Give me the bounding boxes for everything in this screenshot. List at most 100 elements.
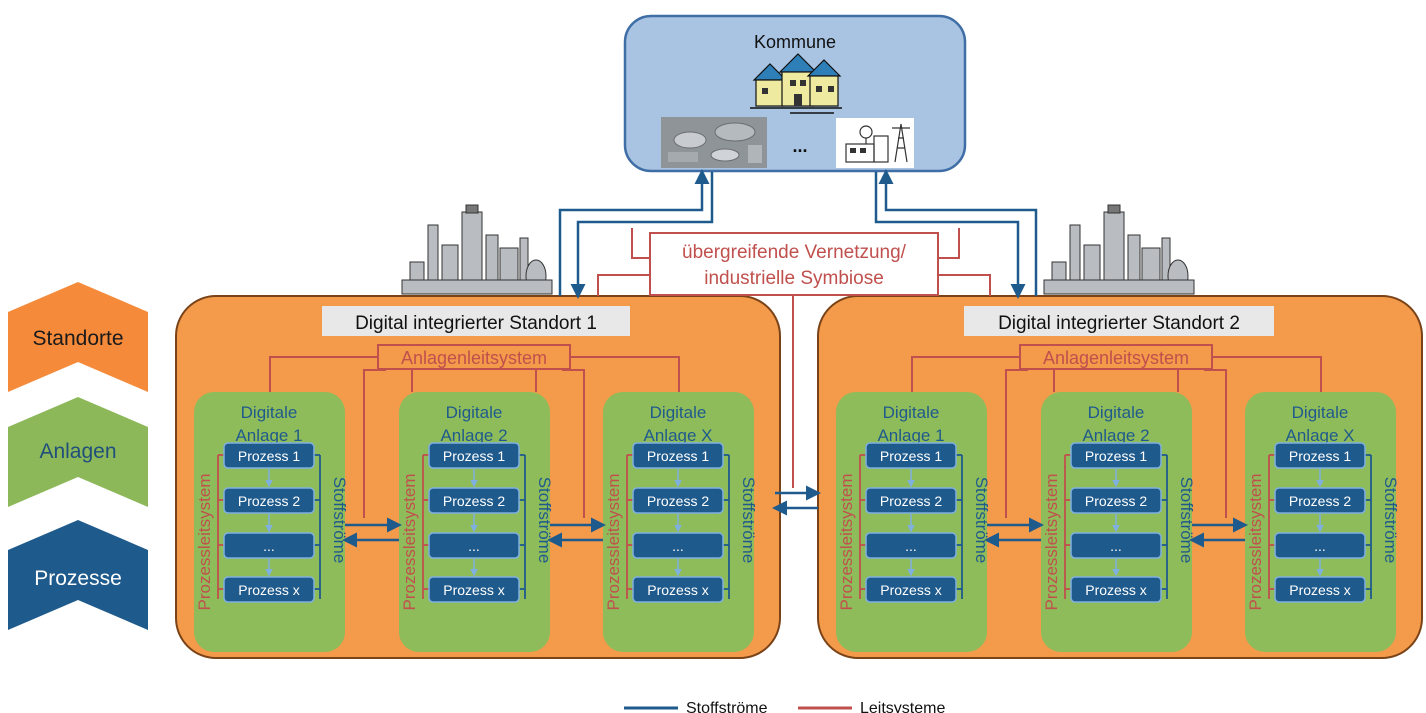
site-title-2: Digital integrierter Standort 2 (998, 313, 1240, 334)
process-label: Prozess x (443, 582, 504, 598)
kommune-box: Kommune (623, 14, 967, 173)
network-control-lines (597, 228, 991, 488)
process-box (865, 532, 957, 559)
plant-title-line2: Anlage 2 (1082, 426, 1149, 445)
site-title-box-2 (964, 306, 1274, 336)
process-box (1070, 532, 1162, 559)
process-control-lines (1064, 454, 1071, 599)
process-box (223, 532, 315, 559)
process-control-label: Prozessleitsystem (400, 474, 419, 611)
process-control-lines (422, 454, 429, 599)
plant-title-line1: Digitale (446, 403, 503, 422)
process-box (1070, 576, 1162, 603)
process-box (632, 487, 724, 514)
process-label: Prozess 2 (238, 493, 300, 509)
plant-title-line2: Anlage 2 (440, 426, 507, 445)
process-flow-lines (723, 454, 730, 599)
plant-title-line2: Anlage 1 (235, 426, 302, 445)
control-system-label-box (1019, 344, 1213, 370)
process-label: ... (468, 538, 480, 554)
legend-control-label: Leitsysteme (860, 700, 945, 713)
network-label-line2: industrielle Symbiose (704, 268, 884, 289)
process-flow-lines (314, 454, 321, 599)
material-flows-label: Stoffströme (330, 477, 349, 564)
material-flows-label: Stoffströme (972, 477, 991, 564)
process-box (632, 576, 724, 603)
process-box (865, 442, 957, 469)
process-box (428, 487, 520, 514)
process-box (1070, 442, 1162, 469)
material-flows-label: Stoffströme (1381, 477, 1400, 564)
plant-control-lines (911, 356, 1322, 518)
chevron-anlagen (8, 397, 148, 507)
process-label: Prozess 2 (1289, 493, 1351, 509)
process-flow-lines (1161, 454, 1168, 599)
process-box (223, 487, 315, 514)
process-box (428, 576, 520, 603)
process-control-lines (626, 454, 633, 599)
process-box (632, 532, 724, 559)
factory-icon-left (401, 204, 553, 295)
kommune-ellipsis: ... (792, 136, 807, 156)
plant-title-line1: Digitale (1292, 403, 1349, 422)
process-box (428, 532, 520, 559)
level-chevrons: Standorte Anlagen Prozesse (8, 282, 148, 630)
plant-title-line2: Anlage X (1286, 426, 1355, 445)
process-flow-lines (956, 454, 963, 599)
process-label: ... (672, 538, 684, 554)
process-label: ... (263, 538, 275, 554)
process-box (1274, 487, 1366, 514)
chevron-label-anlagen: Anlagen (39, 440, 116, 463)
plant-title-line1: Digitale (650, 403, 707, 422)
plant-title-line1: Digitale (1088, 403, 1145, 422)
process-label: Prozess 1 (1085, 448, 1147, 464)
process-control-label: Prozessleitsystem (1246, 474, 1265, 611)
factory-icon-right (1043, 204, 1195, 295)
chevron-standorte (8, 282, 148, 392)
process-control-label: Prozessleitsystem (604, 474, 623, 611)
houses-icon (750, 53, 842, 114)
process-box (865, 487, 957, 514)
process-label: Prozess x (647, 582, 708, 598)
treatment-plant-photo (661, 117, 767, 168)
plant-title-line2: Anlage 1 (877, 426, 944, 445)
process-label: ... (905, 538, 917, 554)
process-box (428, 442, 520, 469)
process-label: Prozess x (880, 582, 941, 598)
control-system-label-box (377, 344, 571, 370)
process-box (1274, 532, 1366, 559)
legend: Stoffströme Leitsysteme (624, 700, 945, 713)
process-box (223, 576, 315, 603)
process-control-label: Prozessleitsystem (1042, 474, 1061, 611)
process-box (865, 576, 957, 603)
site-title-1: Digital integrierter Standort 1 (355, 313, 597, 334)
site-title-box-1 (322, 306, 630, 336)
process-label: Prozess 1 (443, 448, 505, 464)
process-label: Prozess 2 (443, 493, 505, 509)
process-label: Prozess x (1289, 582, 1350, 598)
process-label: Prozess 2 (647, 493, 709, 509)
plant-title-line1: Digitale (883, 403, 940, 422)
process-box (1274, 442, 1366, 469)
process-label: Prozess 1 (1289, 448, 1351, 464)
process-flow-lines (1365, 454, 1372, 599)
material-flows-label: Stoffströme (1177, 477, 1196, 564)
network-flow-lines (558, 169, 1038, 516)
process-control-lines (1268, 454, 1275, 599)
control-system-label: Anlagenleitsystem (401, 348, 547, 368)
process-label: Prozess 1 (238, 448, 300, 464)
plant-title-line2: Anlage X (644, 426, 713, 445)
chevron-label-prozesse: Prozesse (34, 567, 122, 590)
process-control-label: Prozessleitsystem (195, 474, 214, 611)
process-control-lines (859, 454, 866, 599)
chevron-label-standorte: Standorte (32, 327, 123, 350)
network-label-line1: übergreifende Vernetzung/ (682, 242, 907, 263)
network-label-box (649, 232, 939, 296)
process-box (223, 442, 315, 469)
process-box (1274, 576, 1366, 603)
